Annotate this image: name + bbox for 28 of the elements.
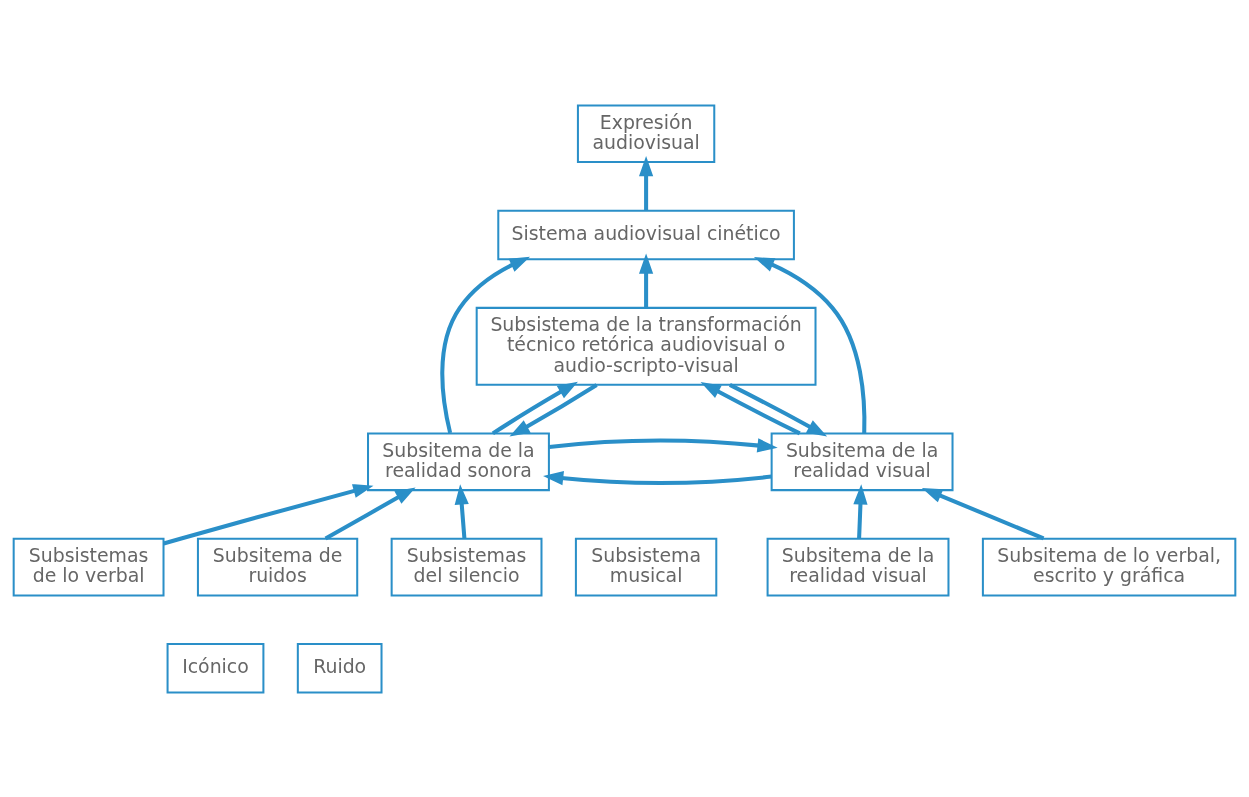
node-box: Subsistemas del silencio [390,537,543,596]
node-box: Subsistema de la transformación técnico retórica audiovisual o audio-scripto-visual [475,306,817,386]
node-box: Ruido [296,642,383,694]
arrow [543,470,772,485]
node-box: Subsitema de lo verbal, escrito y gráfica [981,537,1237,596]
arrow [548,437,778,452]
arrow [753,256,867,433]
arrow [509,382,598,436]
arrow [700,381,801,435]
node-box: Subsitema de ruidos [196,537,359,596]
arrow [639,252,654,308]
arrow [163,483,374,545]
node-box: Subsistemas de lo verbal [12,537,165,596]
node-box: Expresión audiovisual [576,103,716,163]
node-box: Subsitema de la realidad visual [770,431,954,491]
node-box: Subsitema de la realidad visual [766,537,950,596]
node-box: Subsitema de la realidad sonora [367,431,550,491]
node-box: Sistema audiovisual cinético [497,209,795,260]
arrow [921,487,1045,540]
arrow [728,382,828,436]
arrow [639,155,654,210]
node-box: Subsistema musical [574,537,718,596]
arrow [454,483,469,538]
node-box: Icónico [166,642,265,694]
arrow [853,483,868,538]
arrow [324,486,416,540]
arrow [440,256,531,433]
arrow [491,381,578,435]
